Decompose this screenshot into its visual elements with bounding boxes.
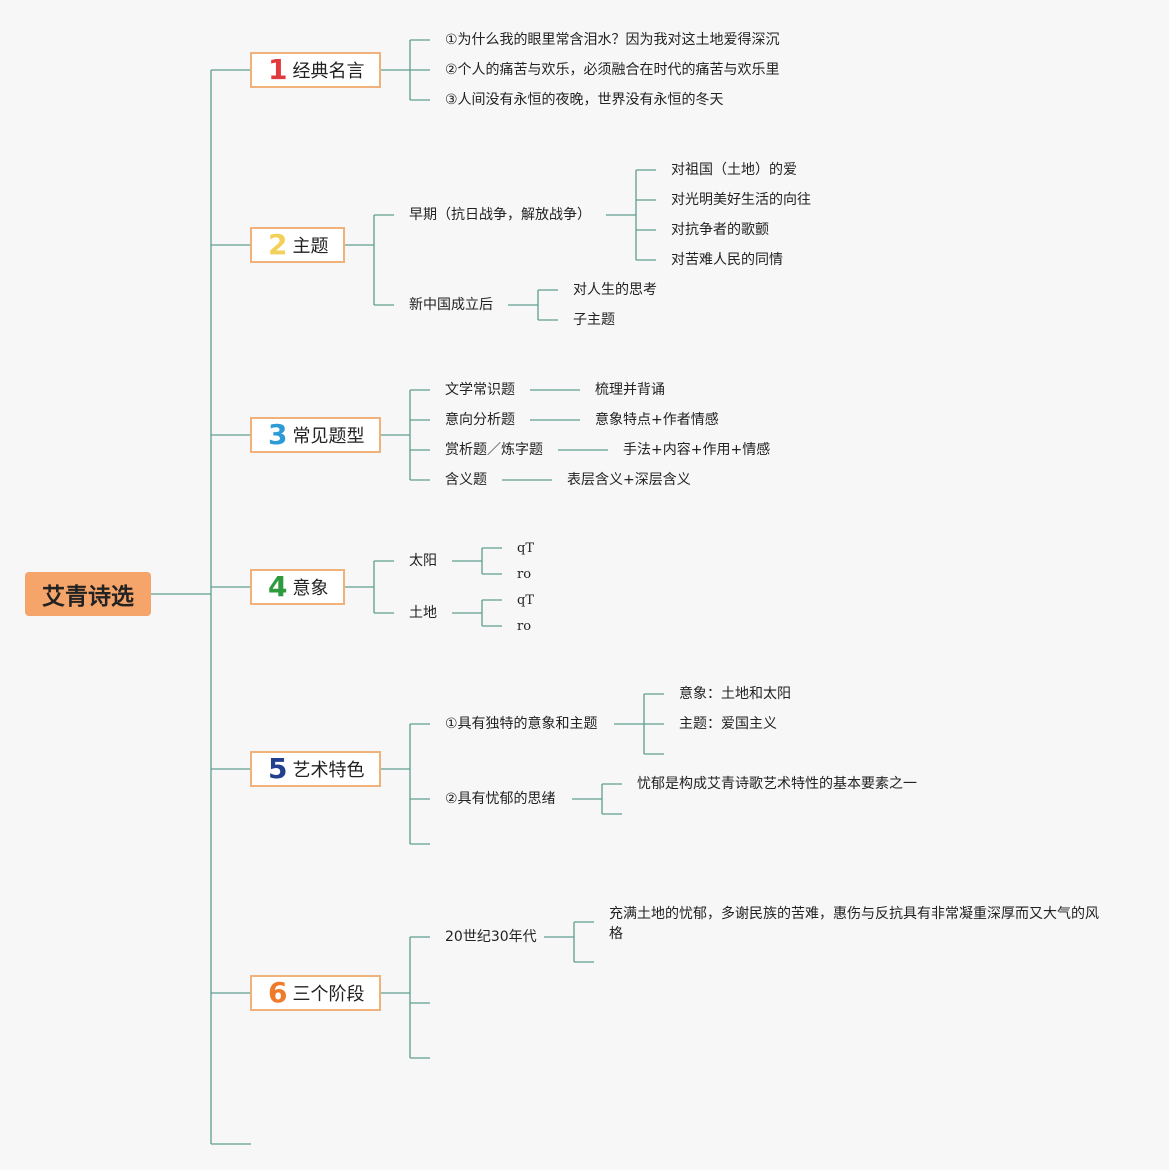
number-2-icon: 2 <box>268 228 288 261</box>
question-method-node[interactable]: 梳理并背诵 <box>595 382 665 398</box>
imagery-sun-node[interactable]: 太阳 <box>409 553 437 569</box>
category-6-node[interactable]: 6 三个阶段 <box>250 975 381 1011</box>
quote-node-3[interactable]: ③人间没有永恒的夜晚，世界没有永恒的冬天 <box>445 92 724 108</box>
theme-later-item[interactable]: 子主题 <box>573 312 615 328</box>
question-method-node[interactable]: 意象特点+作者情感 <box>595 412 719 428</box>
stage-node[interactable]: 20世纪30年代 <box>445 929 537 945</box>
category-2-node[interactable]: 2 主题 <box>250 227 345 263</box>
art-feature-node[interactable]: ①具有独特的意象和主题 <box>445 716 598 732</box>
theme-early-node[interactable]: 早期（抗日战争，解放战争） <box>409 207 591 223</box>
imagery-land-node[interactable]: 土地 <box>409 605 437 621</box>
stage-item[interactable]: 充满土地的忧郁，多谢民族的苦难，惠伤与反抗具有非常凝重深厚而又大气的风格 <box>609 906 1099 942</box>
art-feature-node[interactable]: ②具有忧郁的思绪 <box>445 791 556 807</box>
theme-early-item[interactable]: 对祖国（土地）的爱 <box>671 162 797 178</box>
category-5-node[interactable]: 5 艺术特色 <box>250 751 381 787</box>
root-node[interactable]: 艾青诗选 <box>25 572 151 616</box>
art-feature-item[interactable]: 意象：土地和太阳 <box>679 686 791 702</box>
quote-node-1[interactable]: ①为什么我的眼里常含泪水？因为我对这土地爱得深沉 <box>445 32 780 48</box>
imagery-sun-item[interactable]: ro <box>517 567 532 582</box>
category-label: 主题 <box>292 236 329 257</box>
question-method-node[interactable]: 表层含义+深层含义 <box>567 472 691 488</box>
question-type-node[interactable]: 意向分析题 <box>445 412 515 428</box>
theme-later-item[interactable]: 对人生的思考 <box>573 282 657 298</box>
category-1-node[interactable]: 1 经典名言 <box>250 52 381 88</box>
category-label: 经典名言 <box>292 61 365 82</box>
imagery-sun-item[interactable]: qT <box>517 541 534 556</box>
theme-early-item[interactable]: 对抗争者的歌颤 <box>671 222 769 238</box>
art-feature-item[interactable]: 忧郁是构成艾青诗歌艺术特性的基本要素之一 <box>637 776 917 792</box>
quote-node-2[interactable]: ②个人的痛苦与欢乐，必须融合在时代的痛苦与欢乐里 <box>445 62 780 78</box>
art-feature-item[interactable]: 主题：爱国主义 <box>679 716 777 732</box>
number-3-icon: 3 <box>268 418 288 451</box>
number-1-icon: 1 <box>268 53 288 86</box>
category-label: 意象 <box>292 578 329 599</box>
theme-early-item[interactable]: 对苦难人民的同情 <box>671 252 783 268</box>
number-4-icon: 4 <box>268 570 288 603</box>
theme-later-node[interactable]: 新中国成立后 <box>409 297 493 313</box>
imagery-land-item[interactable]: ro <box>517 619 532 634</box>
imagery-land-item[interactable]: qT <box>517 593 534 608</box>
category-label: 三个阶段 <box>292 984 365 1005</box>
category-4-node[interactable]: 4 意象 <box>250 569 345 605</box>
theme-early-item[interactable]: 对光明美好生活的向往 <box>671 192 811 208</box>
question-type-node[interactable]: 文学常识题 <box>445 382 515 398</box>
category-label: 常见题型 <box>292 426 365 447</box>
number-5-icon: 5 <box>268 752 288 785</box>
question-type-node[interactable]: 含义题 <box>445 472 487 488</box>
category-label: 艺术特色 <box>292 760 365 781</box>
question-type-node[interactable]: 赏析题／炼字题 <box>445 442 543 458</box>
number-6-icon: 6 <box>268 976 288 1009</box>
question-method-node[interactable]: 手法+内容+作用+情感 <box>623 442 771 458</box>
category-3-node[interactable]: 3 常见题型 <box>250 417 381 453</box>
